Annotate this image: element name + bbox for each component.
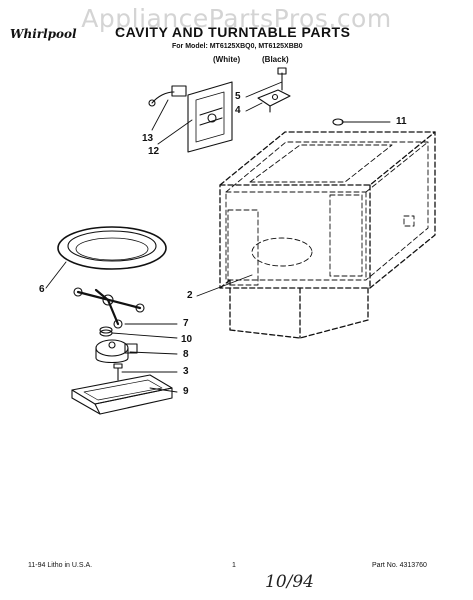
- screw-top: [277, 67, 287, 91]
- variant-white: (White): [213, 55, 241, 64]
- wire-connector: [148, 85, 187, 107]
- callout-4: 4: [235, 105, 241, 116]
- callout-3: 3: [183, 366, 189, 377]
- bracket: [257, 89, 291, 113]
- variant-black: (Black): [262, 55, 289, 64]
- callout-1: 11: [396, 116, 407, 127]
- leader-lines: [45, 81, 391, 393]
- callout-6: 6: [39, 284, 45, 295]
- turntable-ring: [57, 226, 167, 270]
- footer-page-number: 1: [232, 562, 236, 569]
- page-title: CAVITY AND TURNTABLE PARTS: [115, 24, 351, 40]
- roller-support: [73, 287, 145, 329]
- callout-10: 10: [181, 334, 193, 345]
- cavity-assembly: [219, 131, 436, 339]
- motor-screw: [113, 363, 123, 381]
- callout-9: 9: [183, 386, 189, 397]
- handwritten-note: 10/94: [265, 572, 314, 592]
- callout-12: 12: [148, 146, 160, 157]
- brand-logo: Whirlpool: [10, 27, 77, 41]
- callout-5: 5: [235, 91, 241, 102]
- footer-part-number: Part No. 4313760: [372, 562, 427, 569]
- motor-cover: [71, 374, 173, 415]
- model-numbers: For Model: MT6125XBQ0, MT6125XBB0: [172, 43, 303, 50]
- watermark: AppliancePartsPros.com: [81, 4, 392, 33]
- footer-litho: 11-94 Litho in U.S.A.: [28, 562, 93, 569]
- callout-13: 13: [142, 133, 154, 144]
- callout-2: 2: [187, 290, 193, 301]
- panel: [187, 81, 233, 153]
- callout-7: 7: [183, 318, 189, 329]
- turntable-motor: [95, 339, 138, 364]
- coupler: [99, 326, 113, 337]
- callout-8: 8: [183, 349, 189, 360]
